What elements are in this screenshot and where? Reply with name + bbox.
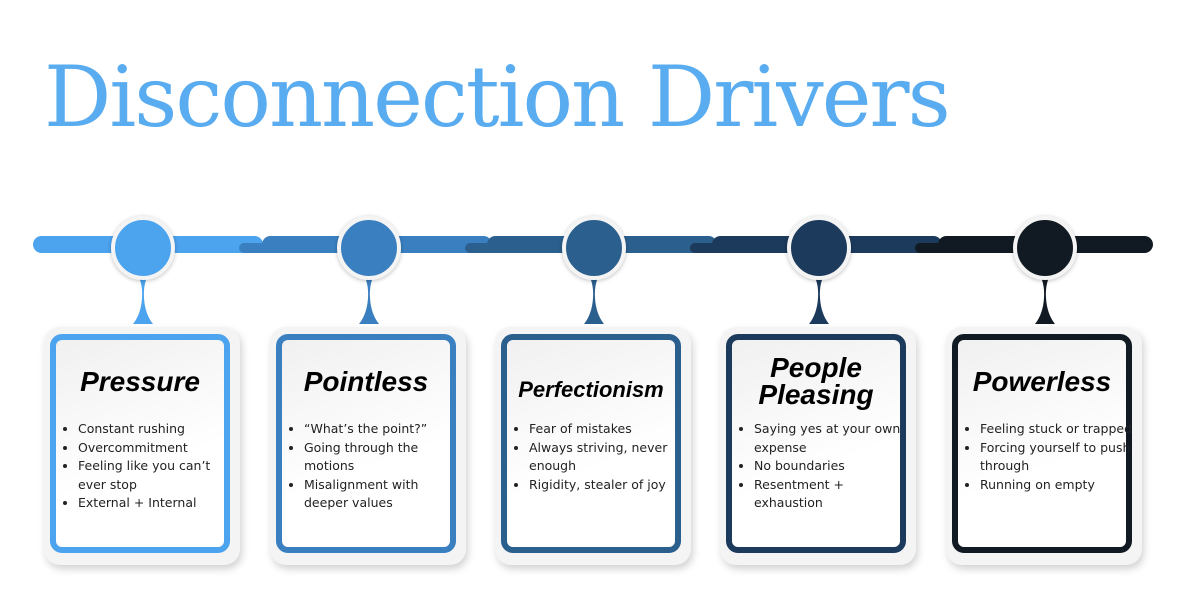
- bullet-item: Forcing yourself to push through: [980, 439, 1135, 476]
- card-body: Pointless “What’s the point?”Going throug…: [276, 334, 456, 553]
- bullet-item: Fear of mistakes: [529, 420, 684, 439]
- timeline-node: [787, 216, 851, 280]
- connector-stem: [584, 272, 604, 324]
- connector-stem: [1035, 272, 1055, 324]
- connector-stem: [809, 272, 829, 324]
- card-heading: Pressure: [80, 366, 200, 397]
- timeline-node: [1013, 216, 1077, 280]
- bullet-item: Feeling stuck or trapped: [980, 420, 1135, 439]
- card-body: PeoplePleasingSaying yes at your own exp…: [726, 334, 906, 553]
- timeline-accent: [465, 243, 505, 253]
- card-heading: Pointless: [303, 366, 429, 397]
- bullet-list: Fear of mistakesAlways striving, never e…: [515, 420, 684, 494]
- bullet-item: Rigidity, stealer of joy: [529, 476, 684, 495]
- timeline-accent: [690, 243, 730, 253]
- card-body: PerfectionismFear of mistakesAlways stri…: [501, 334, 681, 553]
- bullet-item: Always striving, never enough: [529, 439, 684, 476]
- bullet-item: External + Internal: [78, 494, 233, 513]
- timeline-node: [111, 216, 175, 280]
- driver-card: PowerlessFeeling stuck or trappedForcing…: [946, 327, 1142, 565]
- card-heading: Powerless: [972, 366, 1112, 397]
- timeline-node: [337, 216, 401, 280]
- driver-card: PerfectionismFear of mistakesAlways stri…: [495, 327, 691, 565]
- card-body: PressureConstant rushingOvercommitmentFe…: [50, 334, 230, 553]
- card-body: PowerlessFeeling stuck or trappedForcing…: [952, 334, 1132, 553]
- page-title: Disconnection Drivers: [44, 48, 951, 146]
- card-heading: Perfectionism: [518, 377, 664, 402]
- bullet-item: No boundaries: [754, 457, 909, 476]
- bullet-item: Constant rushing: [78, 420, 233, 439]
- bullet-item: Resentment + exhaustion: [754, 476, 909, 513]
- bullet-item: Overcommitment: [78, 439, 233, 458]
- bullet-list: Constant rushingOvercommitmentFeeling li…: [64, 420, 233, 513]
- bullet-item: Running on empty: [980, 476, 1135, 495]
- timeline-accent: [239, 243, 279, 253]
- bullet-item: Saying yes at your own expense: [754, 420, 909, 457]
- bullet-item: Misalignment with deeper values: [304, 476, 459, 513]
- timeline-accent: [915, 243, 955, 253]
- bullet-list: Saying yes at your own expenseNo boundar…: [740, 420, 909, 513]
- connector-stem: [133, 272, 153, 324]
- connector-stem: [359, 272, 379, 324]
- bullet-item: “What’s the point?”: [304, 420, 459, 439]
- bullet-item: Going through the motions: [304, 439, 459, 476]
- driver-card: Pointless “What’s the point?”Going throug…: [270, 327, 466, 565]
- timeline-node: [562, 216, 626, 280]
- bullet-list: “What’s the point?”Going through the mot…: [290, 420, 459, 513]
- driver-card: PeoplePleasingSaying yes at your own exp…: [720, 327, 916, 565]
- bullet-list: Feeling stuck or trappedForcing yourself…: [966, 420, 1135, 494]
- bullet-item: Feeling like you can’t ever stop: [78, 457, 233, 494]
- driver-card: PressureConstant rushingOvercommitmentFe…: [44, 327, 240, 565]
